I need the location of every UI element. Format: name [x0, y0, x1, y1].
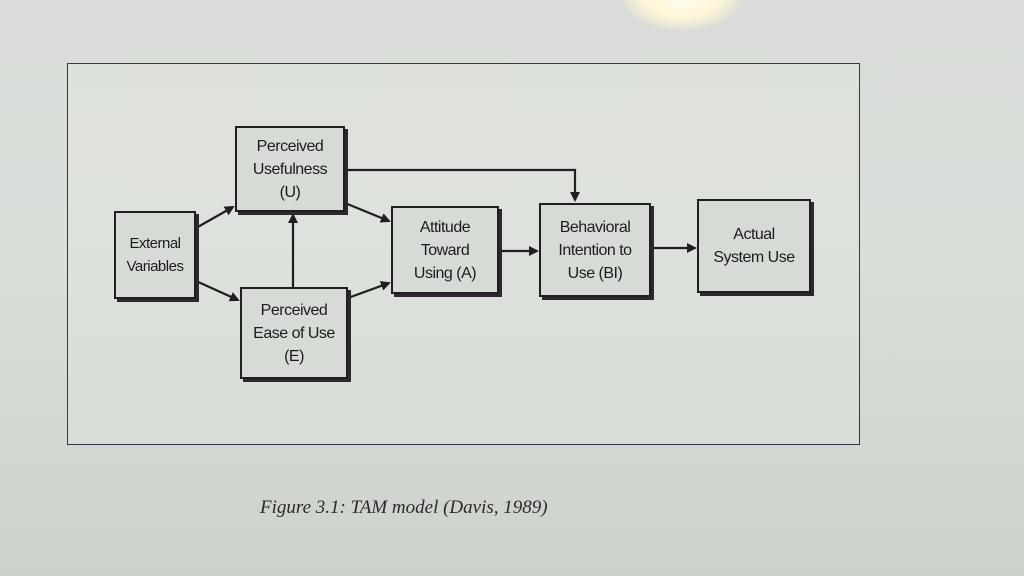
node-attitude-toward-using: Attitude Toward Using (A): [391, 206, 499, 294]
arrow-pu-to-attitude: [344, 201, 391, 223]
node-perceived-usefulness: Perceived Usefulness (U): [235, 126, 345, 212]
figure-caption: Figure 3.1: TAM model (Davis, 1989): [260, 497, 548, 518]
arrow-external-to-peou: [195, 279, 240, 302]
node-external-variables: External Variables: [114, 211, 196, 299]
arrow-peou-to-attitude: [347, 281, 391, 300]
node-perceived-ease-of-use: Perceived Ease of Use (E): [240, 287, 348, 379]
arrow-external-to-pu: [195, 206, 235, 229]
node-behavioral-intention: Behavioral Intention to Use (BI): [539, 203, 651, 297]
node-actual-system-use: Actual System Use: [697, 199, 811, 293]
arrow-pu-to-bi: [345, 168, 580, 202]
